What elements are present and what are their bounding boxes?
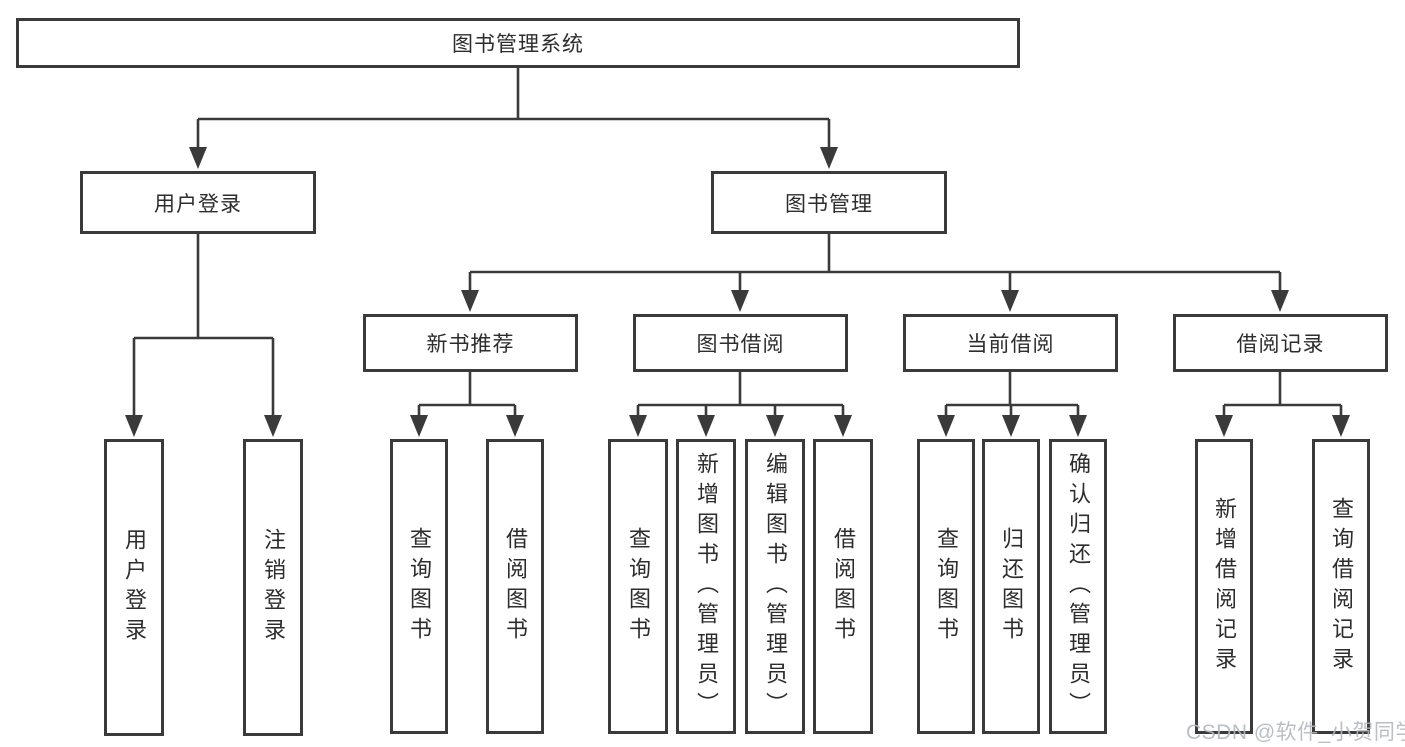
leaf-borrow-book-label: 借阅图书 — [831, 526, 856, 647]
leaf-return-book-label: 归还图书 — [999, 526, 1024, 647]
leaf-borrow-book-recommend-label: 借阅图书 — [503, 526, 528, 647]
leaf-query-book-borrow: 查询图书 — [608, 439, 668, 734]
leaf-confirm-return-admin-label: 确认归还（管理员） — [1066, 451, 1091, 722]
csdn-watermark: CSDN @软件_小贺同学 — [1186, 721, 1405, 744]
leaf-borrow-book: 借阅图书 — [813, 439, 873, 734]
leaf-query-borrow-record-label: 查询借阅记录 — [1329, 496, 1354, 677]
node-book-borrow: 图书借阅 — [633, 314, 848, 372]
leaf-query-book-borrow-label: 查询图书 — [626, 526, 651, 647]
leaf-add-borrow-record-label: 新增借阅记录 — [1212, 496, 1237, 677]
node-book-management: 图书管理 — [711, 171, 947, 234]
node-current-borrow: 当前借阅 — [903, 314, 1118, 372]
leaf-confirm-return-admin: 确认归还（管理员） — [1049, 439, 1107, 734]
leaf-return-book: 归还图书 — [982, 439, 1040, 734]
leaf-user-login-label: 用户登录 — [122, 527, 147, 648]
leaf-logout-label: 注销登录 — [261, 527, 286, 648]
leaf-edit-book-admin-label: 编辑图书（管理员） — [763, 451, 788, 722]
node-book-management-label: 图书管理 — [785, 192, 873, 216]
node-borrow-records-label: 借阅记录 — [1236, 333, 1325, 356]
node-user-login-label: 用户登录 — [154, 192, 242, 216]
leaf-borrow-book-recommend: 借阅图书 — [486, 439, 544, 734]
node-library-system-label: 图书管理系统 — [452, 33, 584, 56]
leaf-query-borrow-record: 查询借阅记录 — [1312, 439, 1370, 734]
leaf-query-book-current-label: 查询图书 — [934, 526, 959, 647]
leaf-query-book-recommend-label: 查询图书 — [407, 526, 432, 647]
leaf-add-borrow-record: 新增借阅记录 — [1195, 439, 1253, 734]
leaf-edit-book-admin: 编辑图书（管理员） — [745, 439, 805, 734]
node-library-system: 图书管理系统 — [16, 18, 1020, 68]
node-borrow-records: 借阅记录 — [1173, 314, 1388, 372]
node-user-login: 用户登录 — [80, 171, 316, 234]
leaf-query-book-current: 查询图书 — [917, 439, 975, 734]
leaf-query-book-recommend: 查询图书 — [390, 439, 448, 734]
leaf-add-book-admin-label: 新增图书（管理员） — [694, 451, 719, 722]
leaf-add-book-admin: 新增图书（管理员） — [676, 439, 736, 734]
node-new-book-recommend-label: 新书推荐 — [426, 333, 515, 356]
node-current-borrow-label: 当前借阅 — [966, 333, 1055, 356]
leaf-logout: 注销登录 — [243, 439, 303, 736]
node-new-book-recommend: 新书推荐 — [363, 314, 578, 372]
node-book-borrow-label: 图书借阅 — [696, 333, 785, 356]
leaf-user-login: 用户登录 — [104, 439, 164, 736]
